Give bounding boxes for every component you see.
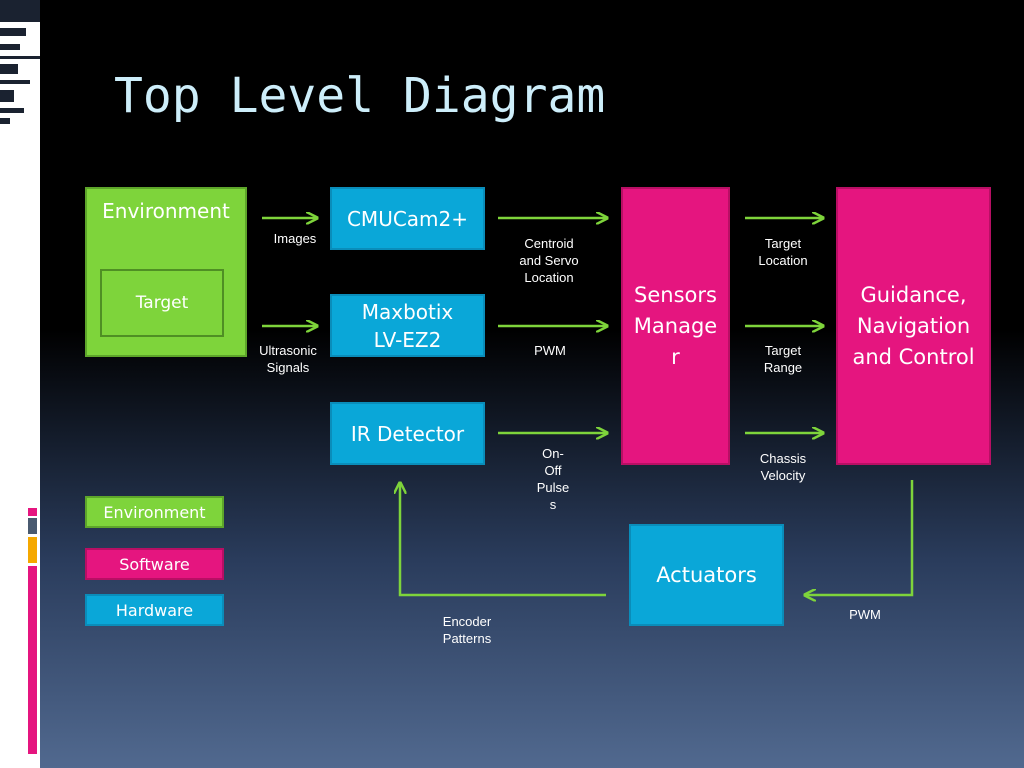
guidance-label-line1: Guidance,	[860, 282, 967, 307]
legend-hardware: Hardware	[85, 594, 224, 626]
sensors-label-line3: r	[671, 344, 680, 369]
signal-encoder-patterns: Encoder Patterns	[427, 613, 507, 647]
signal-target-location-line1: Target	[764, 236, 802, 251]
signal-ultrasonic: Ultrasonic Signals	[250, 342, 326, 376]
signal-pwm-sensor: PWM	[520, 342, 580, 359]
environment-block-label: Environment	[102, 199, 230, 223]
signal-pwm-actuator-text: PWM	[849, 607, 881, 622]
signal-encoder-line1: Encoder	[442, 614, 492, 629]
legend-software-label: Software	[119, 554, 190, 574]
signal-target-location-line2: Location	[758, 253, 808, 268]
signal-pwm-sensor-text: PWM	[534, 343, 566, 358]
left-decorative-strip	[0, 0, 40, 768]
signal-target-location: Target Location	[743, 235, 823, 269]
signal-encoder-line2: Patterns	[442, 631, 492, 646]
legend-software: Software	[85, 548, 224, 580]
accent-bar-amber	[28, 537, 37, 563]
guidance-label-line3: and Control	[852, 344, 975, 369]
signal-onoff-line1: On-	[542, 446, 564, 461]
target-block-label: Target	[135, 293, 189, 313]
signal-centroid-line2: and Servo	[519, 253, 579, 268]
sensors-manager-block: Sensors Manage r	[621, 187, 730, 465]
maxbotix-label-line2: LV-EZ2	[373, 327, 442, 352]
sensors-label-line1: Sensors	[634, 282, 717, 307]
signal-images-text: Images	[273, 231, 317, 246]
actuators-label: Actuators	[656, 563, 757, 587]
signal-pwm-actuator: PWM	[835, 606, 895, 623]
signal-target-range-line2: Range	[763, 360, 803, 375]
maxbotix-block: Maxbotix LV-EZ2	[330, 294, 485, 357]
signal-chassis-line1: Chassis	[759, 451, 807, 466]
target-block: Target	[100, 269, 224, 337]
signal-ultrasonic-line2: Signals	[266, 360, 310, 375]
signal-onoff-line3: Pulse	[536, 480, 570, 495]
signal-chassis-line2: Velocity	[760, 468, 806, 483]
signal-centroid-line1: Centroid	[524, 236, 574, 251]
slide-title: Top Level Diagram	[114, 68, 606, 124]
arrow-actuators-to-ir	[400, 484, 606, 597]
actuators-block: Actuators	[629, 524, 784, 626]
guidance-label-line2: Navigation	[856, 313, 971, 338]
signal-target-range: Target Range	[743, 342, 823, 376]
legend-environment-label: Environment	[103, 502, 206, 522]
accent-bar-pink	[28, 508, 37, 516]
ir-detector-label: IR Detector	[350, 421, 465, 446]
signal-images: Images	[262, 230, 328, 247]
ir-detector-block: IR Detector	[330, 402, 485, 465]
legend-environment: Environment	[85, 496, 224, 528]
arrow-guidance-to-actuators	[806, 480, 914, 595]
signal-onoff-line4: s	[549, 497, 557, 512]
signal-onoff-pulses: On- Off Pulse s	[528, 445, 578, 513]
cmucam-block: CMUCam2+	[330, 187, 485, 250]
legend-hardware-label: Hardware	[115, 600, 194, 620]
signal-target-range-line1: Target	[764, 343, 802, 358]
accent-bar-slate	[28, 518, 37, 534]
maxbotix-label-line1: Maxbotix	[361, 299, 454, 324]
accent-bar-long	[28, 566, 37, 754]
sensors-label-line2: Manage	[633, 313, 718, 338]
signal-centroid: Centroid and Servo Location	[506, 235, 592, 286]
guidance-block: Guidance, Navigation and Control	[836, 187, 991, 465]
signal-chassis-velocity: Chassis Velocity	[743, 450, 823, 484]
signal-ultrasonic-line1: Ultrasonic	[259, 343, 317, 358]
stripe-pattern-icon	[0, 0, 40, 124]
cmucam-label: CMUCam2+	[346, 206, 469, 231]
signal-centroid-line3: Location	[524, 270, 574, 285]
signal-onoff-line2: Off	[544, 463, 562, 478]
